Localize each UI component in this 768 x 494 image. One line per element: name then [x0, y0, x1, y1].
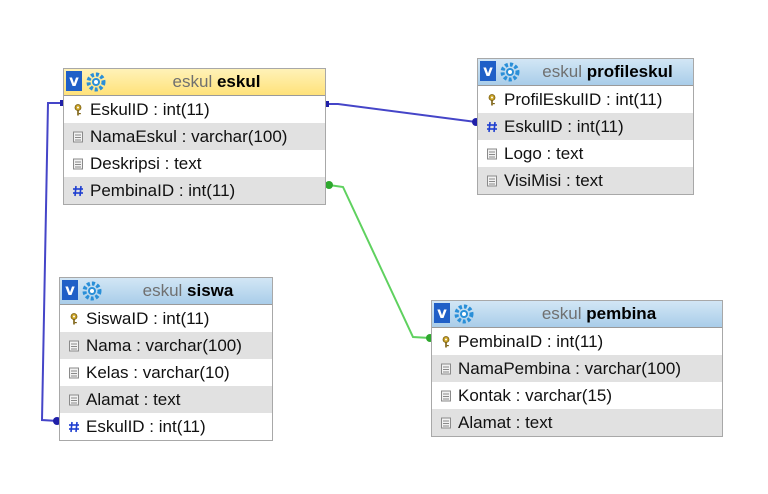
column-row[interactable]: EskulID : int(11) — [478, 113, 693, 140]
table-header-pembina[interactable]: v eskul pembina — [432, 301, 722, 328]
relation-end-eskul-pembinaid — [325, 181, 333, 189]
relation-end-eskul-id — [324, 101, 329, 107]
table-profileskul[interactable]: v eskul profileskul ProfilEskulID : int(… — [477, 58, 694, 195]
column-label: PembinaID : int(11) — [90, 181, 236, 200]
primary-key-icon — [442, 336, 450, 348]
column-row[interactable]: Kelas : varchar(10) — [60, 359, 272, 386]
column-icon — [73, 131, 83, 143]
column-row[interactable]: Deskripsi : text — [64, 150, 325, 177]
column-icon — [69, 394, 79, 406]
relation-line-eskul-pembina — [328, 184, 431, 339]
relation-line-profileskul-eskul — [325, 103, 478, 123]
column-icon — [69, 340, 79, 352]
foreign-key-icon — [487, 121, 497, 133]
column-icon — [441, 390, 451, 402]
column-label: PembinaID : int(11) — [458, 332, 604, 351]
column-label: NamaEskul : varchar(100) — [90, 127, 288, 146]
column-row[interactable]: ProfilEskulID : int(11) — [478, 86, 693, 113]
column-label: Kelas : varchar(10) — [86, 363, 230, 382]
table-header-profileskul[interactable]: v eskul profileskul — [478, 59, 693, 86]
foreign-key-icon — [69, 421, 79, 433]
table-title: eskul eskul — [172, 72, 261, 91]
toggle-icon[interactable]: v — [66, 71, 82, 91]
table-title: eskul profileskul — [542, 62, 673, 81]
gear-icon[interactable] — [86, 72, 106, 92]
foreign-key-icon — [73, 185, 83, 197]
column-row[interactable]: SiswaID : int(11) — [60, 305, 272, 332]
column-label: NamaPembina : varchar(100) — [458, 359, 681, 378]
column-label: Nama : varchar(100) — [86, 336, 242, 355]
column-label: EskulID : int(11) — [504, 117, 624, 136]
column-row[interactable]: Nama : varchar(100) — [60, 332, 272, 359]
column-icon — [487, 175, 497, 187]
column-label: Kontak : varchar(15) — [458, 386, 613, 405]
column-row[interactable]: Alamat : text — [60, 386, 272, 413]
primary-key-icon — [488, 94, 496, 106]
column-row[interactable]: EskulID : int(11) — [60, 413, 272, 440]
primary-key-icon — [70, 313, 78, 325]
toggle-icon[interactable]: v — [434, 303, 450, 323]
column-label: SiswaID : int(11) — [86, 309, 210, 328]
column-label: EskulID : int(11) — [90, 100, 210, 119]
table-siswa[interactable]: v eskul siswa SiswaID : int(11) Nama : va… — [59, 277, 273, 441]
column-row[interactable]: EskulID : int(11) — [64, 96, 325, 123]
column-row[interactable]: PembinaID : int(11) — [432, 328, 722, 355]
column-icon — [73, 158, 83, 170]
relation-end-eskul-id-left — [60, 100, 65, 106]
table-pembina[interactable]: v eskul pembina PembinaID : int(11) NamaP… — [431, 300, 723, 437]
column-icon — [441, 417, 451, 429]
column-label: ProfilEskulID : int(11) — [504, 90, 663, 109]
column-label: Alamat : text — [86, 390, 181, 409]
gear-icon[interactable] — [82, 281, 102, 301]
toggle-icon[interactable]: v — [62, 280, 78, 300]
column-row[interactable]: Alamat : text — [432, 409, 722, 436]
column-label: VisiMisi : text — [504, 171, 603, 190]
column-row[interactable]: PembinaID : int(11) — [64, 177, 325, 204]
column-label: EskulID : int(11) — [86, 417, 206, 436]
column-icon — [69, 367, 79, 379]
table-header-eskul[interactable]: v eskul eskul — [64, 69, 325, 96]
column-row[interactable]: NamaEskul : varchar(100) — [64, 123, 325, 150]
table-title: eskul siswa — [142, 281, 234, 300]
table-title: eskul pembina — [541, 304, 657, 323]
column-label: Logo : text — [504, 144, 584, 163]
toggle-icon[interactable]: v — [480, 61, 496, 81]
primary-key-icon — [74, 104, 82, 116]
column-row[interactable]: NamaPembina : varchar(100) — [432, 355, 722, 382]
table-eskul[interactable]: v eskul eskul EskulID : int(11) NamaEskul… — [63, 68, 326, 205]
column-row[interactable]: VisiMisi : text — [478, 167, 693, 194]
column-row[interactable]: Logo : text — [478, 140, 693, 167]
column-icon — [487, 148, 497, 160]
column-label: Deskripsi : text — [90, 154, 202, 173]
column-row[interactable]: Kontak : varchar(15) — [432, 382, 722, 409]
column-icon — [441, 363, 451, 375]
relation-line-siswa-eskul — [40, 102, 64, 422]
table-header-siswa[interactable]: v eskul siswa — [60, 278, 272, 305]
column-label: Alamat : text — [458, 413, 553, 432]
gear-icon[interactable] — [454, 304, 474, 324]
gear-icon[interactable] — [500, 62, 520, 82]
